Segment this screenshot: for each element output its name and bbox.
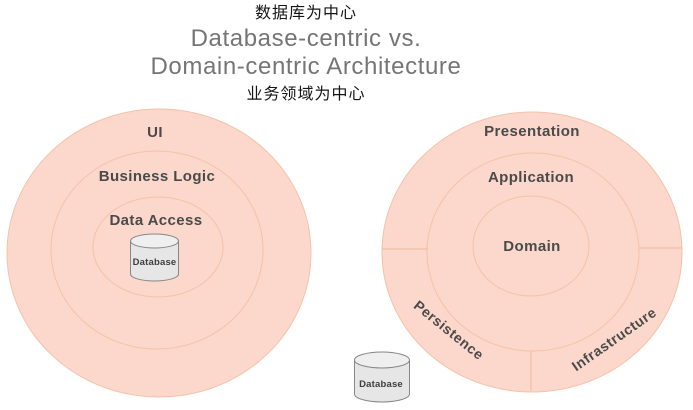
database-cylinder-body — [354, 360, 410, 403]
ui-layer-label: UI — [147, 124, 163, 141]
database-centric-diagram: UI Business Logic Data Access Database — [6, 108, 312, 398]
right-middle-ring — [426, 152, 640, 352]
right-database-cylinder-icon: Database — [354, 351, 410, 403]
data-access-layer-label: Data Access — [109, 212, 202, 229]
database-cylinder-top — [354, 351, 410, 369]
domain-layer-label: Domain — [503, 238, 560, 255]
left-database-label: Database — [133, 257, 177, 268]
right-database-label: Database — [359, 379, 403, 390]
left-database-cylinder-icon: Database — [130, 233, 179, 282]
database-cylinder-top — [130, 233, 179, 249]
presentation-layer-label: Presentation — [484, 123, 580, 140]
right-outer-ring — [381, 111, 683, 393]
application-layer-label: Application — [488, 169, 574, 186]
left-inner-ring — [92, 196, 224, 298]
title-line-1: Database-centric vs. — [190, 25, 422, 52]
subtitle-domain-centric: 业务领域为中心 — [246, 86, 366, 103]
page-title: Database-centric vs. Domain-centric Arch… — [0, 25, 612, 81]
header: 数据库为中心 Database-centric vs. Domain-centr… — [0, 0, 612, 105]
business-logic-layer-label: Business Logic — [99, 168, 215, 185]
left-middle-ring — [50, 150, 264, 350]
domain-centric-diagram: Presentation Application Domain Persiste… — [354, 111, 683, 403]
database-cylinder-body — [130, 241, 179, 282]
title-line-2: Domain-centric Architecture — [150, 53, 462, 80]
right-inner-ring — [472, 195, 590, 297]
subtitle-database-centric: 数据库为中心 — [254, 5, 357, 22]
